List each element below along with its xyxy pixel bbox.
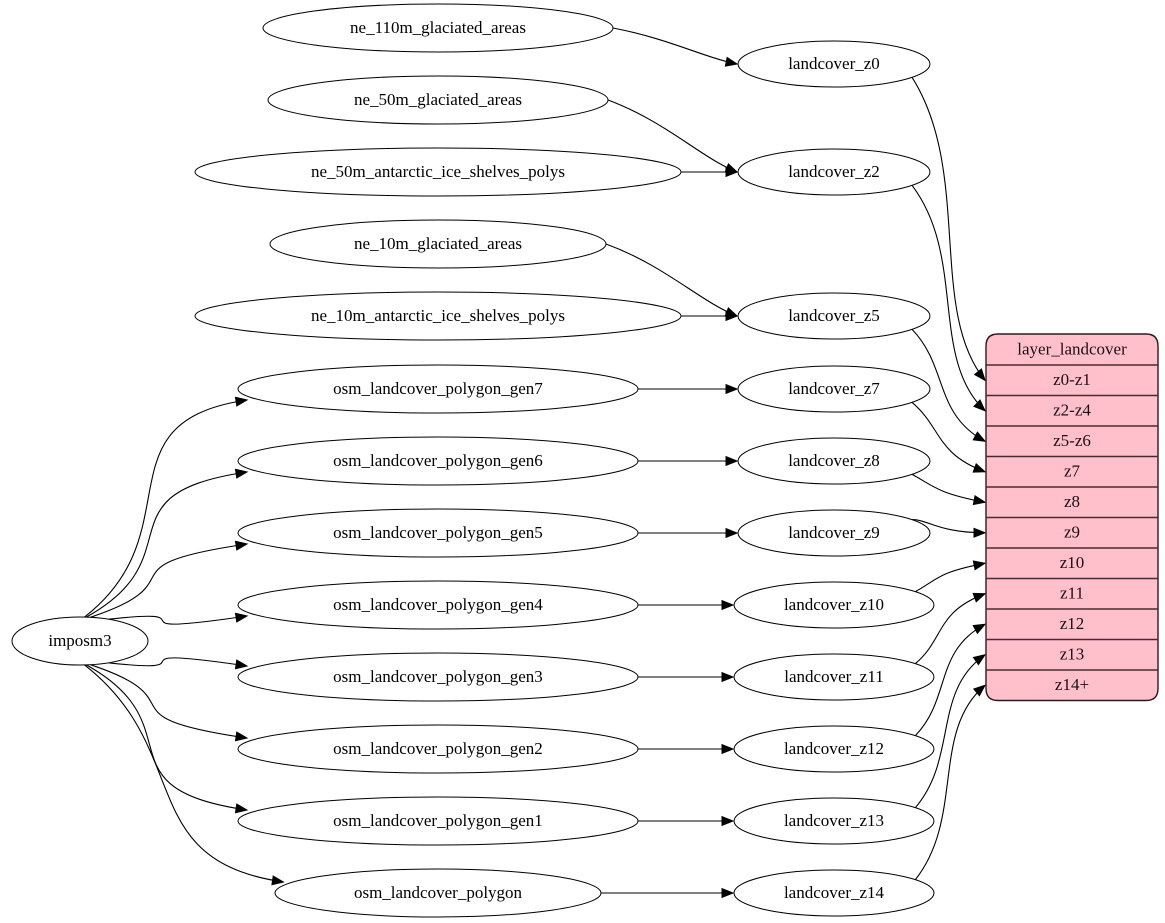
node-label: osm_landcover_polygon_gen4 xyxy=(333,595,543,614)
table-node-layer-landcover[interactable]: layer_landcover z0-z1 z2-z4 z5-z6 z7 z8 z9 z10 z… xyxy=(985,333,1159,702)
node-label: landcover_z13 xyxy=(784,811,884,830)
node-osm_landcover_polygon_gen6[interactable]: osm_landcover_polygon_gen6 xyxy=(237,436,639,486)
edge-osm_landcover_polygon_gen4-to-landcover_z10 xyxy=(638,599,735,611)
nodes-layer: imposm3 ne_110m_glaciated_areas ne_50m_gla… xyxy=(11,3,935,918)
node-ne_110m_glaciated_areas[interactable]: ne_110m_glaciated_areas xyxy=(262,3,614,53)
node-ne_10m_glaciated_areas[interactable]: ne_10m_glaciated_areas xyxy=(269,219,607,269)
node-label: landcover_z9 xyxy=(788,523,880,542)
edge-imposm3-to-osm_landcover_polygon xyxy=(84,664,285,886)
table-row-z14+[interactable]: z14+ xyxy=(1055,675,1089,694)
node-ne_10m_antarctic_ice_shelves_polys[interactable]: ne_10m_antarctic_ice_shelves_polys xyxy=(194,291,682,341)
node-label: osm_landcover_polygon_gen2 xyxy=(333,739,543,758)
table-row-z12[interactable]: z12 xyxy=(1060,614,1085,633)
edge-imposm3-to-osm_landcover_polygon_gen5 xyxy=(90,540,249,618)
node-label: osm_landcover_polygon_gen7 xyxy=(333,379,543,398)
table-row-z8[interactable]: z8 xyxy=(1064,492,1080,511)
edge-landcover_z10-to-table-z10 xyxy=(915,560,987,593)
edge-ne_110m_glaciated_areas-to-landcover_z0 xyxy=(612,27,739,67)
node-label: landcover_z12 xyxy=(784,739,884,758)
node-label: landcover_z14 xyxy=(784,883,885,902)
table-row-z9[interactable]: z9 xyxy=(1064,523,1080,542)
node-label: ne_110m_glaciated_areas xyxy=(350,18,526,37)
table-row-z2-z4[interactable]: z2-z4 xyxy=(1053,401,1091,420)
node-osm_landcover_polygon_gen2[interactable]: osm_landcover_polygon_gen2 xyxy=(237,724,639,774)
table-node-layer: layer_landcover z0-z1 z2-z4 z5-z6 z7 z8 z9 z10 z… xyxy=(985,333,1159,702)
node-ne_50m_antarctic_ice_shelves_polys[interactable]: ne_50m_antarctic_ice_shelves_polys xyxy=(194,147,682,197)
node-label: landcover_z5 xyxy=(788,306,880,325)
node-landcover_z7[interactable]: landcover_z7 xyxy=(737,365,931,413)
edge-imposm3-to-osm_landcover_polygon_gen7 xyxy=(84,396,249,618)
edge-imposm3-to-osm_landcover_polygon_gen6 xyxy=(86,468,249,618)
table-row-z11[interactable]: z11 xyxy=(1060,584,1084,603)
node-label: osm_landcover_polygon_gen5 xyxy=(333,523,543,542)
edge-landcover_z0-to-table-z0-z1 xyxy=(911,77,986,382)
node-landcover_z5[interactable]: landcover_z5 xyxy=(737,292,931,340)
node-landcover_z10[interactable]: landcover_z10 xyxy=(733,581,935,629)
node-label: landcover_z0 xyxy=(788,54,880,73)
edge-landcover_z14-to-table-z14+ xyxy=(914,684,987,880)
node-label: ne_50m_antarctic_ice_shelves_polys xyxy=(311,162,565,181)
table-header-label: layer_landcover xyxy=(1017,339,1127,358)
edge-osm_landcover_polygon_gen1-to-landcover_z13 xyxy=(638,815,735,827)
edge-imposm3-to-osm_landcover_polygon_gen2 xyxy=(90,664,249,742)
node-landcover_z13[interactable]: landcover_z13 xyxy=(733,797,935,845)
edge-ne_10m_antarctic_ice_shelves_polys-to-landcover_z5 xyxy=(681,310,739,322)
edge-imposm3-to-osm_landcover_polygon_gen1 xyxy=(86,664,249,814)
edge-landcover_z8-to-table-z8 xyxy=(911,473,987,506)
node-landcover_z0[interactable]: landcover_z0 xyxy=(737,40,931,88)
edge-osm_landcover_polygon_gen6-to-landcover_z8 xyxy=(638,455,739,467)
edge-landcover_z12-to-table-z12 xyxy=(915,623,987,736)
node-label: ne_50m_glaciated_areas xyxy=(354,90,522,109)
node-osm_landcover_polygon_gen4[interactable]: osm_landcover_polygon_gen4 xyxy=(237,580,639,630)
node-imposm3[interactable]: imposm3 xyxy=(11,616,149,666)
node-label: osm_landcover_polygon_gen3 xyxy=(333,667,543,686)
edge-landcover_z11-to-table-z11 xyxy=(915,592,987,665)
node-label: landcover_z7 xyxy=(788,379,880,398)
node-landcover_z14[interactable]: landcover_z14 xyxy=(733,869,935,917)
edge-osm_landcover_polygon_gen7-to-landcover_z7 xyxy=(638,383,739,395)
table-row-z0-z1[interactable]: z0-z1 xyxy=(1053,370,1091,389)
edge-osm_landcover_polygon_gen3-to-landcover_z11 xyxy=(638,671,735,683)
table-row-z13[interactable]: z13 xyxy=(1060,645,1085,664)
table-row-z10[interactable]: z10 xyxy=(1060,553,1085,572)
edge-imposm3-to-osm_landcover_polygon_gen4 xyxy=(108,612,249,625)
node-landcover_z2[interactable]: landcover_z2 xyxy=(737,148,931,196)
node-landcover_z11[interactable]: landcover_z11 xyxy=(733,653,935,701)
node-label: landcover_z10 xyxy=(784,595,884,614)
table-row-z7[interactable]: z7 xyxy=(1064,462,1081,481)
edge-ne_50m_antarctic_ice_shelves_polys-to-landcover_z2 xyxy=(681,166,739,178)
edge-imposm3-to-osm_landcover_polygon_gen3 xyxy=(108,657,249,670)
node-label: landcover_z8 xyxy=(788,451,880,470)
edges-layer xyxy=(84,27,987,899)
edge-landcover_z7-to-table-z7 xyxy=(911,401,987,473)
node-osm_landcover_polygon_gen7[interactable]: osm_landcover_polygon_gen7 xyxy=(237,364,639,414)
node-label: osm_landcover_polygon xyxy=(354,883,523,902)
node-osm_landcover_polygon_gen5[interactable]: osm_landcover_polygon_gen5 xyxy=(237,508,639,558)
node-label: ne_10m_glaciated_areas xyxy=(354,234,522,253)
edge-osm_landcover_polygon_gen5-to-landcover_z9 xyxy=(638,527,739,539)
node-label: osm_landcover_polygon_gen6 xyxy=(333,451,543,470)
node-osm_landcover_polygon_gen1[interactable]: osm_landcover_polygon_gen1 xyxy=(237,796,639,846)
edge-osm_landcover_polygon_gen2-to-landcover_z12 xyxy=(638,743,735,755)
node-label: landcover_z11 xyxy=(784,667,883,686)
node-landcover_z9[interactable]: landcover_z9 xyxy=(737,509,931,557)
node-landcover_z8[interactable]: landcover_z8 xyxy=(737,437,931,485)
table-row-z5-z6[interactable]: z5-z6 xyxy=(1053,431,1091,450)
node-ne_50m_glaciated_areas[interactable]: ne_50m_glaciated_areas xyxy=(267,75,609,125)
node-osm_landcover_polygon_gen3[interactable]: osm_landcover_polygon_gen3 xyxy=(237,652,639,702)
edge-landcover_z5-to-table-z5-z6 xyxy=(911,329,987,442)
node-landcover_z12[interactable]: landcover_z12 xyxy=(733,725,935,773)
node-osm_landcover_polygon[interactable]: osm_landcover_polygon xyxy=(274,868,602,918)
node-label: landcover_z2 xyxy=(788,162,880,181)
edge-landcover_z2-to-table-z2-z4 xyxy=(911,185,986,412)
node-label: ne_10m_antarctic_ice_shelves_polys xyxy=(311,306,565,325)
node-label: osm_landcover_polygon_gen1 xyxy=(333,811,543,830)
edge-landcover_z13-to-table-z13 xyxy=(914,653,987,808)
node-label: imposm3 xyxy=(48,631,111,650)
edge-osm_landcover_polygon-to-landcover_z14 xyxy=(601,887,735,899)
edge-landcover_z9-to-table-z9 xyxy=(912,519,987,538)
